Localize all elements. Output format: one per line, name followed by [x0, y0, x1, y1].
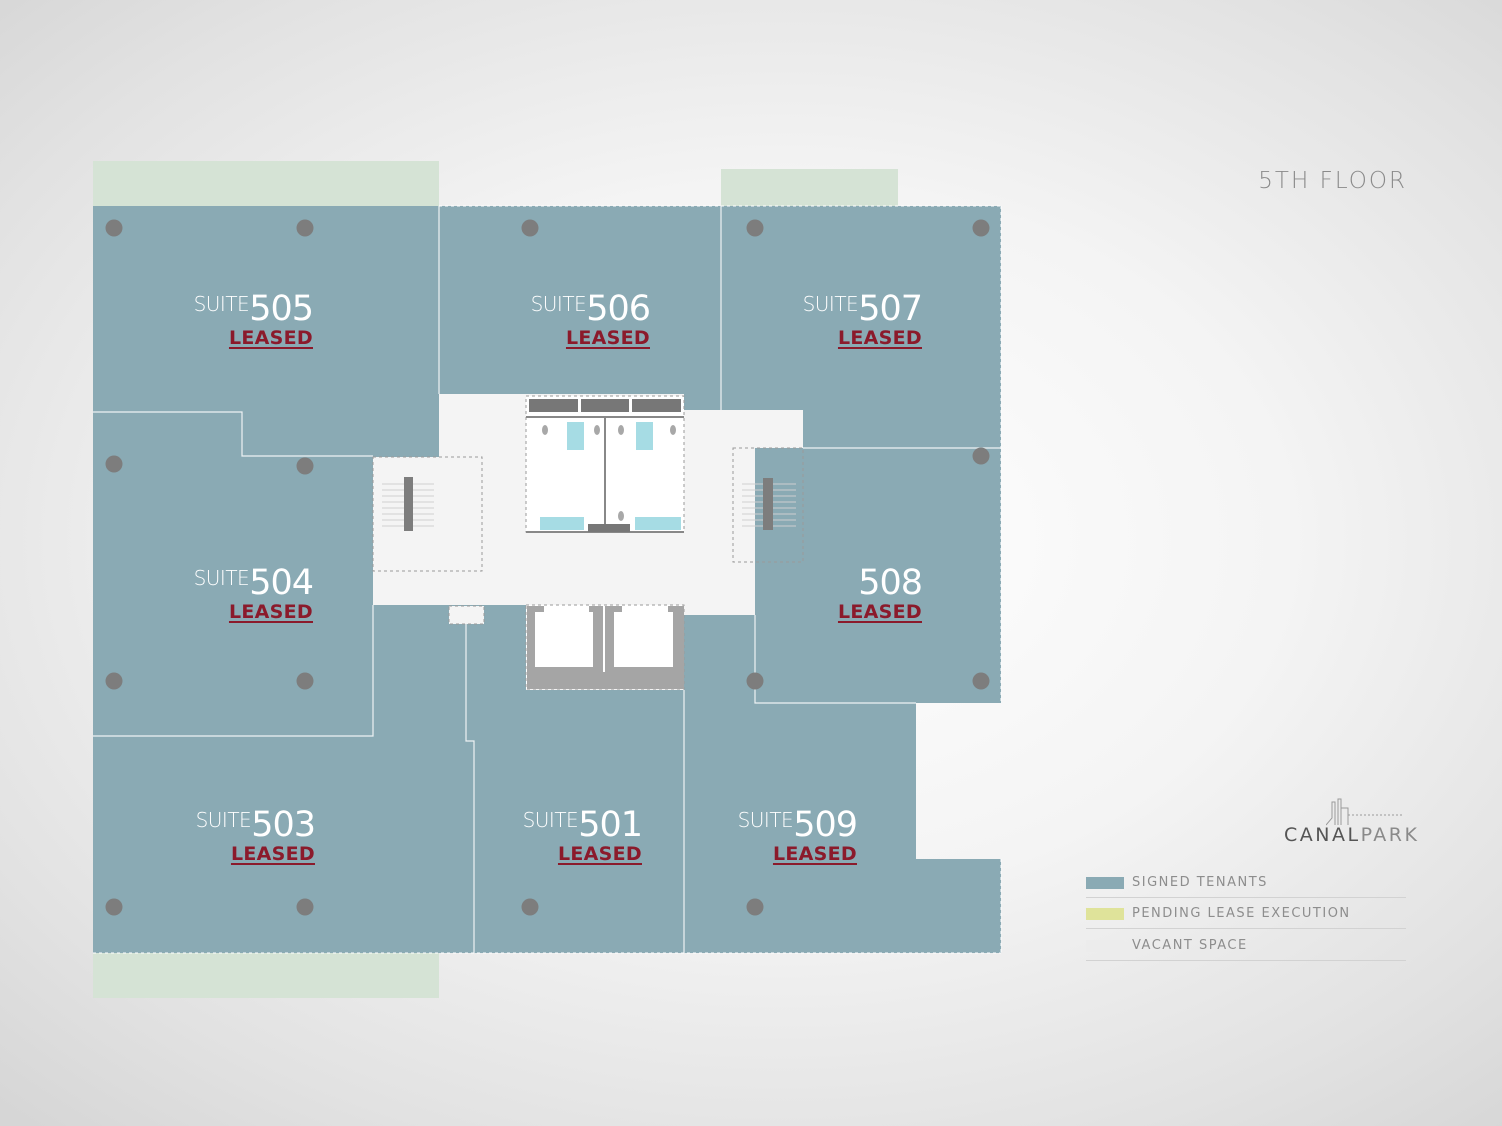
legend-label: SIGNED TENANTS: [1132, 875, 1268, 890]
suite-508-label[interactable]: 508 LEASED: [837, 563, 923, 624]
suite-number: 506: [586, 289, 651, 329]
shaft: [448, 605, 485, 625]
legend-swatch-vacant: [1086, 940, 1124, 952]
terrace-top-right: [721, 169, 898, 206]
suite-504-label[interactable]: SUITE 504 LEASED: [193, 563, 314, 624]
suite-number: 507: [858, 289, 923, 329]
lease-status: LEASED: [228, 327, 313, 349]
lease-status: LEASED: [837, 327, 922, 349]
brand-name: CANALPARK: [1284, 826, 1419, 845]
lease-status: LEASED: [228, 601, 313, 623]
legend-signed-tenants: SIGNED TENANTS: [1086, 875, 1406, 898]
legend-pending-lease: PENDING LEASE EXECUTION: [1086, 906, 1406, 929]
suite-prefix: SUITE: [802, 292, 859, 316]
suite-number: 501: [578, 805, 643, 845]
terrace-bottom-left: [93, 953, 439, 998]
suite-506-label[interactable]: SUITE 506 LEASED: [530, 289, 651, 350]
brand-name-part1: CANAL: [1284, 824, 1361, 846]
legend-swatch-signed: [1086, 877, 1124, 889]
structural-columns: [105, 219, 990, 916]
legend-label: PENDING LEASE EXECUTION: [1132, 906, 1351, 921]
suite-prefix: SUITE: [522, 808, 579, 832]
floor-title: 5TH FLOOR: [1258, 168, 1407, 194]
suite-prefix: SUITE: [530, 292, 587, 316]
suite-505-label[interactable]: SUITE 505 LEASED: [193, 289, 314, 350]
restrooms: [525, 395, 685, 533]
stair-left: [372, 456, 483, 572]
core-common-area: [373, 394, 803, 690]
legend-swatch-pending: [1086, 908, 1124, 920]
suite-503-label[interactable]: SUITE 503 LEASED: [195, 805, 316, 866]
lease-status: LEASED: [837, 601, 922, 623]
suite-prefix: SUITE: [193, 292, 250, 316]
suite-501-label[interactable]: SUITE 501 LEASED: [522, 805, 643, 866]
suite-number: 505: [249, 289, 314, 329]
suite-507-label[interactable]: SUITE 507 LEASED: [802, 289, 923, 350]
stair-right: [732, 447, 804, 563]
elevators: [525, 604, 685, 690]
brand-name-part2: PARK: [1360, 824, 1420, 846]
lease-status: LEASED: [772, 843, 857, 865]
legend-vacant-space: VACANT SPACE: [1086, 938, 1406, 961]
building-skyline-icon: [1326, 798, 1404, 826]
canal-park-logo: CANALPARK: [1284, 798, 1417, 852]
terrace-top-left: [93, 161, 439, 206]
suite-number: 503: [251, 805, 316, 845]
suite-prefix: SUITE: [737, 808, 794, 832]
suite-prefix: SUITE: [193, 566, 250, 590]
suite-number: 509: [793, 805, 858, 845]
lease-status: LEASED: [230, 843, 315, 865]
lease-status: LEASED: [565, 327, 650, 349]
lease-status: LEASED: [557, 843, 642, 865]
suite-number: 508: [858, 563, 923, 603]
exterior-dashed-edges: [93, 205, 1002, 954]
suite-number: 504: [249, 563, 314, 603]
legend-label: VACANT SPACE: [1132, 938, 1248, 953]
suite-509-label[interactable]: SUITE 509 LEASED: [737, 805, 858, 866]
suite-boundaries: [93, 206, 1001, 953]
suite-prefix: SUITE: [195, 808, 252, 832]
